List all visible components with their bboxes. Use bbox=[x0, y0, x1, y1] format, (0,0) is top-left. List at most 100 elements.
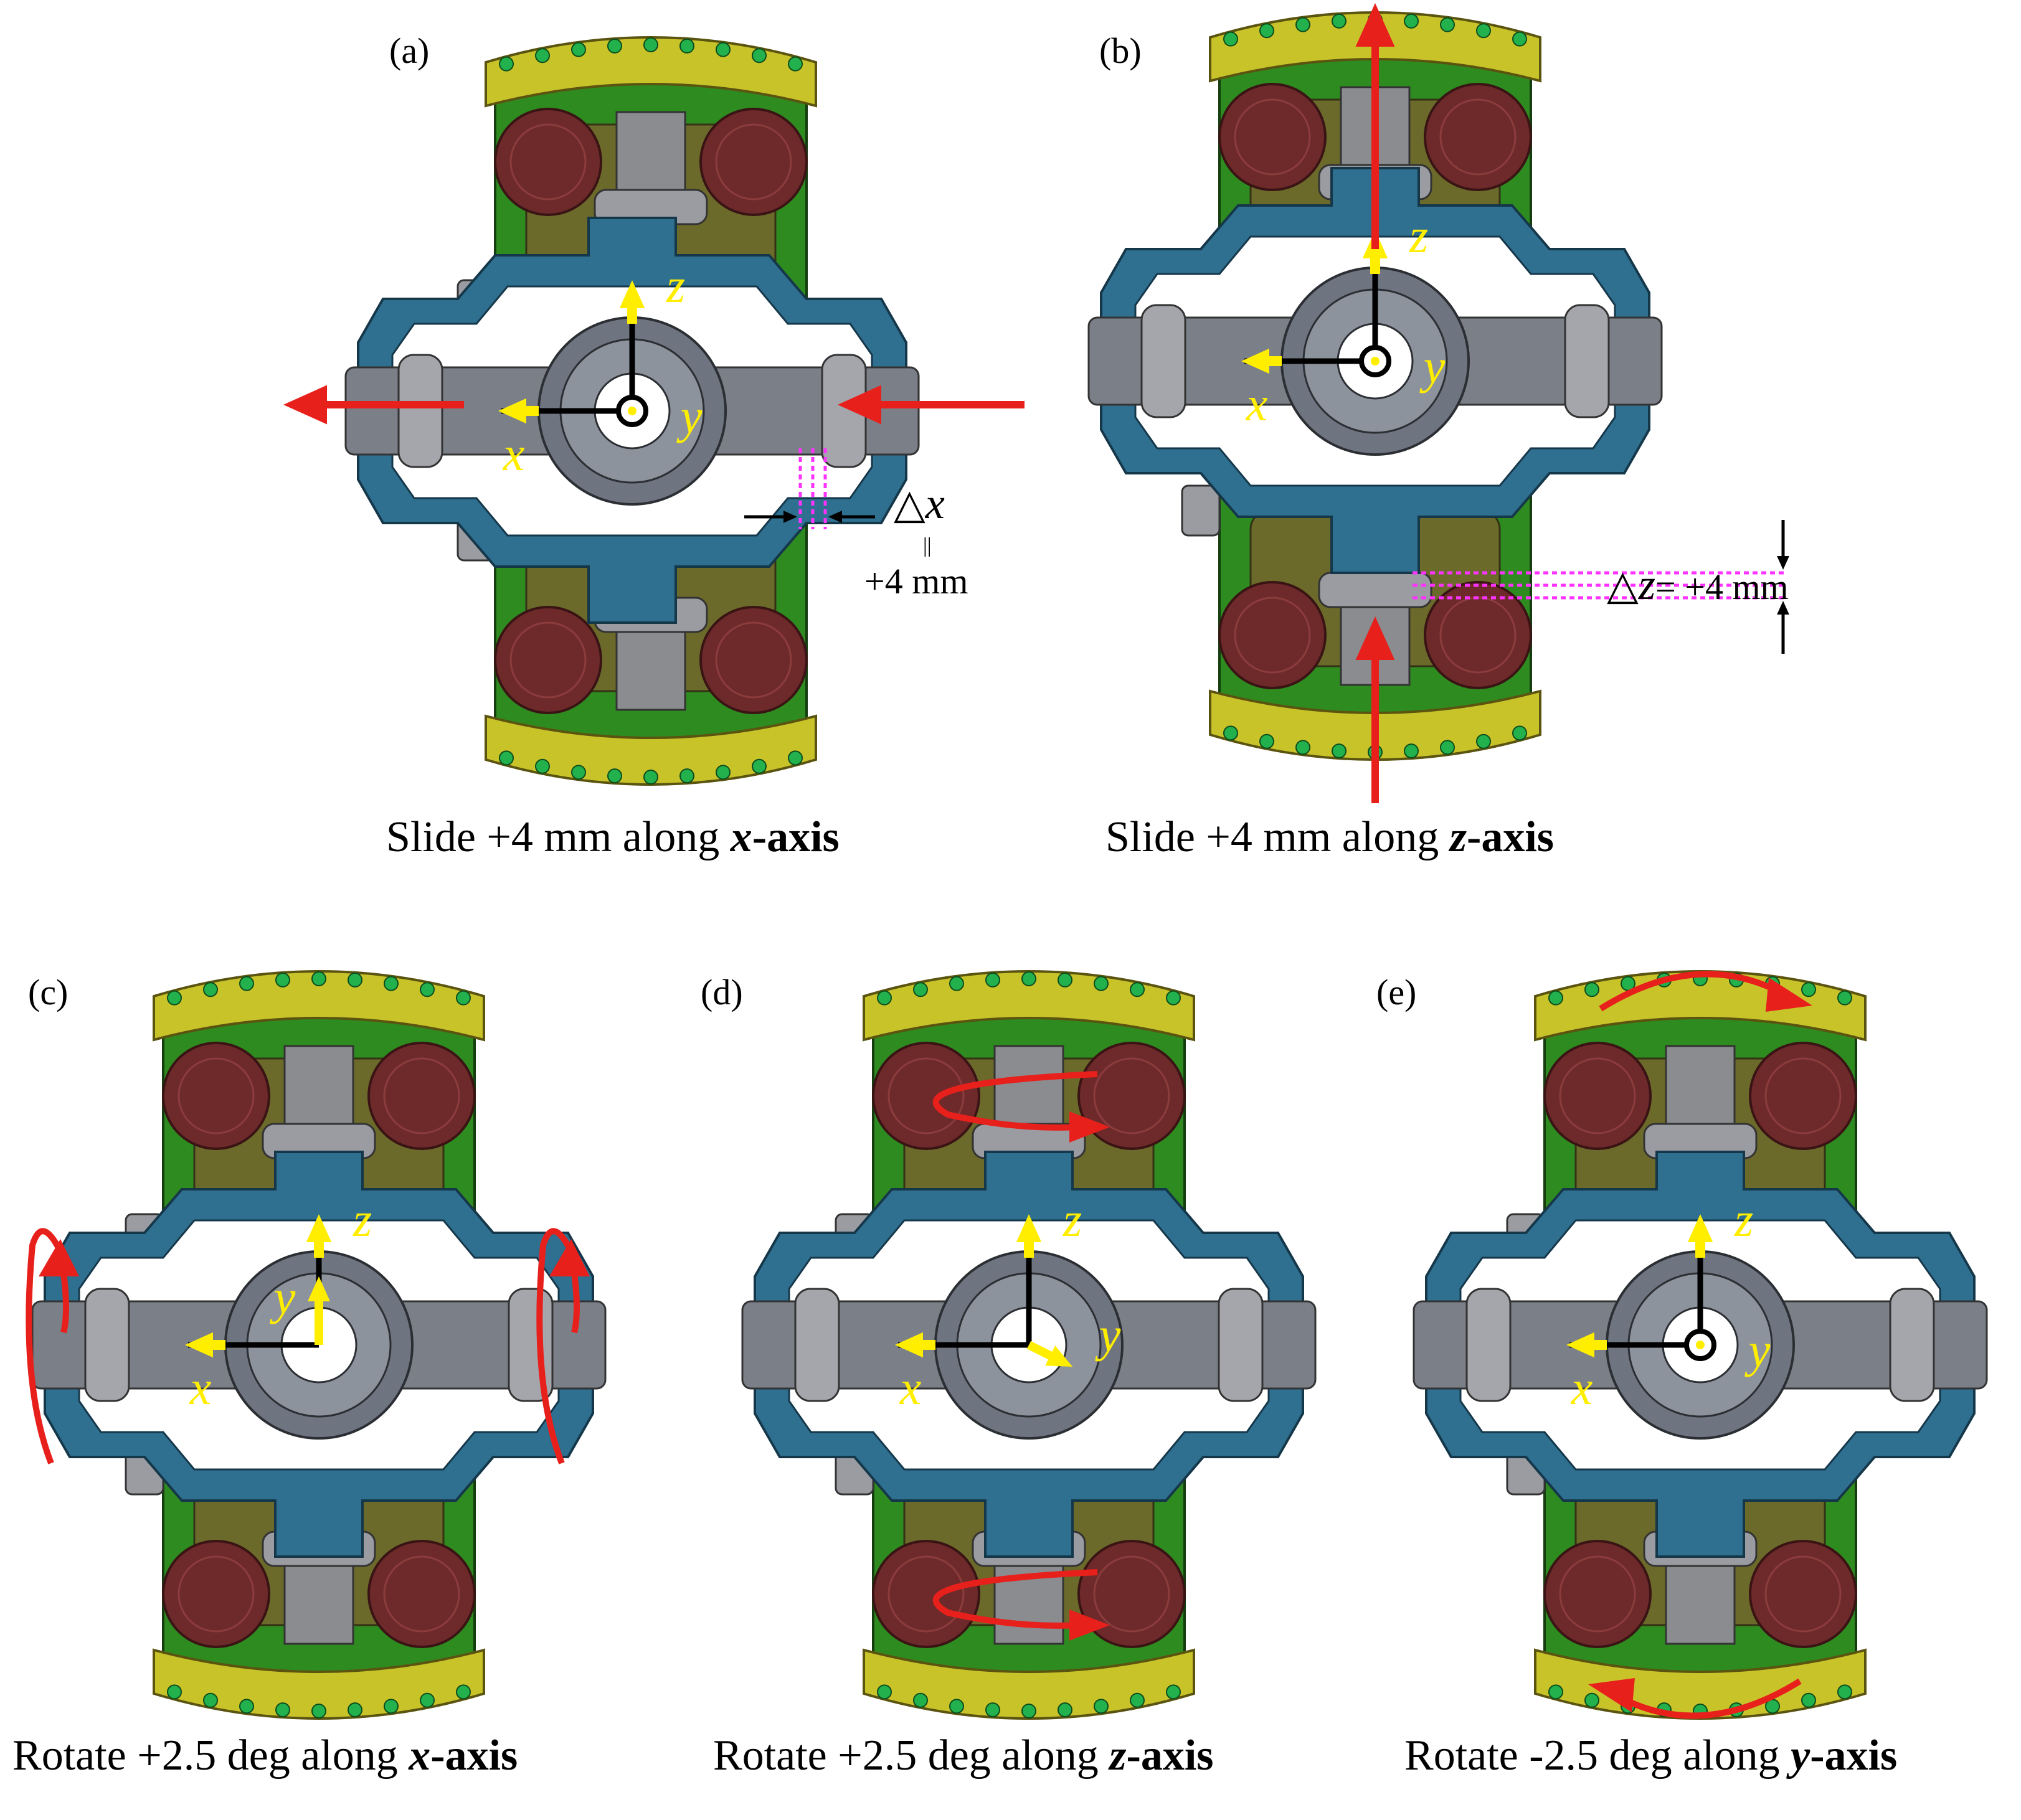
bolt bbox=[239, 1699, 254, 1714]
x-axis-label: x bbox=[1571, 1360, 1593, 1415]
mechanism-drawing: xzy bbox=[1087, 3, 1789, 803]
bolt bbox=[1837, 1684, 1852, 1700]
bolt bbox=[456, 990, 471, 1006]
z-axis-label: z bbox=[1063, 1192, 1082, 1247]
bolt bbox=[1512, 31, 1527, 47]
bolt bbox=[499, 750, 514, 766]
delta-x-value: +4 mm bbox=[864, 561, 968, 601]
bolt bbox=[420, 1692, 435, 1708]
bolt bbox=[913, 982, 928, 997]
panel-label: (d) bbox=[701, 972, 743, 1012]
bolt bbox=[1021, 971, 1036, 986]
caption-suffix: -axis bbox=[752, 813, 840, 861]
mechanism-group: xzy bbox=[283, 36, 1025, 786]
bolt bbox=[1295, 17, 1310, 32]
bolt bbox=[1332, 13, 1347, 29]
rotation-arrow-x bbox=[536, 1228, 590, 1464]
bolt bbox=[535, 48, 550, 64]
bolt bbox=[571, 765, 586, 780]
bolt bbox=[1295, 740, 1310, 755]
bolt bbox=[311, 971, 326, 986]
bolt bbox=[752, 48, 767, 64]
roller-ring bbox=[715, 123, 792, 200]
bolt bbox=[1476, 23, 1491, 39]
mechanism-group: xzy bbox=[1413, 970, 1988, 1720]
bolt bbox=[348, 1702, 362, 1718]
delta-value: +4 mm bbox=[1685, 567, 1789, 607]
panel-label: (a) bbox=[389, 31, 430, 71]
mechanism-group: x z y bbox=[741, 970, 1317, 1720]
roller-ring bbox=[1559, 1057, 1636, 1134]
x-axis-arrow bbox=[1566, 1332, 1607, 1358]
coordinate-axes: xzy bbox=[1566, 1192, 1771, 1415]
z-axis-label: z bbox=[1734, 1192, 1753, 1247]
caption-axis: z bbox=[1109, 1732, 1127, 1780]
caption-suffix: -axis bbox=[1126, 1732, 1214, 1780]
bolt bbox=[1801, 1692, 1816, 1708]
bolt bbox=[203, 982, 218, 997]
roller-ring bbox=[509, 621, 587, 699]
rotation-arrow-y-top bbox=[1599, 971, 1812, 1012]
bolt bbox=[1476, 733, 1491, 749]
mechanism-group: xzy bbox=[26, 970, 607, 1720]
lower-nut bbox=[1318, 572, 1432, 608]
bolt bbox=[1801, 982, 1816, 997]
caption-axis: x bbox=[409, 1732, 431, 1780]
roller-ring bbox=[383, 1555, 460, 1633]
caption-text: Rotate -2.5 deg along bbox=[1404, 1732, 1791, 1780]
roller-ring bbox=[177, 1057, 255, 1134]
bolt bbox=[877, 990, 892, 1006]
y-axis-label: y bbox=[270, 1270, 296, 1324]
bolt bbox=[275, 972, 290, 988]
caption-text: Rotate +2.5 deg along bbox=[713, 1732, 1110, 1780]
y-axis-dot bbox=[1696, 1341, 1705, 1349]
dim-arrow-right bbox=[828, 511, 875, 523]
bolt bbox=[348, 972, 362, 988]
side-bolt bbox=[1181, 484, 1221, 537]
bolt bbox=[643, 770, 658, 785]
x-axis-label: x bbox=[189, 1360, 212, 1415]
y-axis-dot bbox=[1371, 357, 1380, 365]
roller-ring bbox=[1234, 596, 1311, 674]
caption-b: Slide +4 mm along z-axis bbox=[1105, 813, 1554, 862]
dim-arrow-up bbox=[1777, 601, 1789, 654]
bolt bbox=[877, 1684, 892, 1700]
roller-ring bbox=[1559, 1555, 1636, 1633]
top-cap bbox=[863, 970, 1195, 1042]
y-axis-dot bbox=[628, 407, 637, 415]
gap-marker bbox=[798, 448, 827, 529]
panel-label: (c) bbox=[28, 972, 69, 1012]
caption-text: Slide +4 mm along bbox=[386, 813, 731, 861]
panel-label: (b) bbox=[1099, 31, 1142, 71]
bolt bbox=[949, 1699, 964, 1714]
left-nut bbox=[1465, 1288, 1512, 1402]
motion-annotations bbox=[932, 1071, 1110, 1641]
bolt bbox=[1130, 982, 1145, 997]
y-axis-arrow bbox=[1026, 1341, 1072, 1367]
bolt bbox=[239, 976, 254, 991]
caption-axis: z bbox=[1449, 813, 1467, 861]
bolt bbox=[1837, 990, 1852, 1006]
x-axis-arrow bbox=[895, 1332, 935, 1358]
z-axis-arrow bbox=[619, 280, 645, 324]
caption-c: Rotate +2.5 deg along x-axis bbox=[12, 1731, 518, 1781]
caption-suffix: -axis bbox=[1467, 813, 1555, 861]
x-axis-label: x bbox=[899, 1360, 922, 1415]
push-arrow-left bbox=[283, 385, 464, 425]
bolt bbox=[1512, 725, 1527, 741]
y-axis-label: y bbox=[1095, 1308, 1121, 1362]
rotation-arrow-z bbox=[932, 1071, 1110, 1143]
bolt bbox=[1259, 23, 1274, 39]
coordinate-axes: xzy bbox=[185, 1192, 372, 1415]
bolt bbox=[1021, 1704, 1036, 1719]
bolt bbox=[1548, 1684, 1563, 1700]
bolt bbox=[1166, 1684, 1181, 1700]
caption-text: Slide +4 mm along bbox=[1105, 813, 1450, 861]
bolt bbox=[1440, 740, 1455, 755]
bolt bbox=[949, 976, 964, 991]
bolt bbox=[1223, 725, 1238, 741]
bolt bbox=[716, 765, 731, 780]
bolt bbox=[1223, 31, 1238, 47]
